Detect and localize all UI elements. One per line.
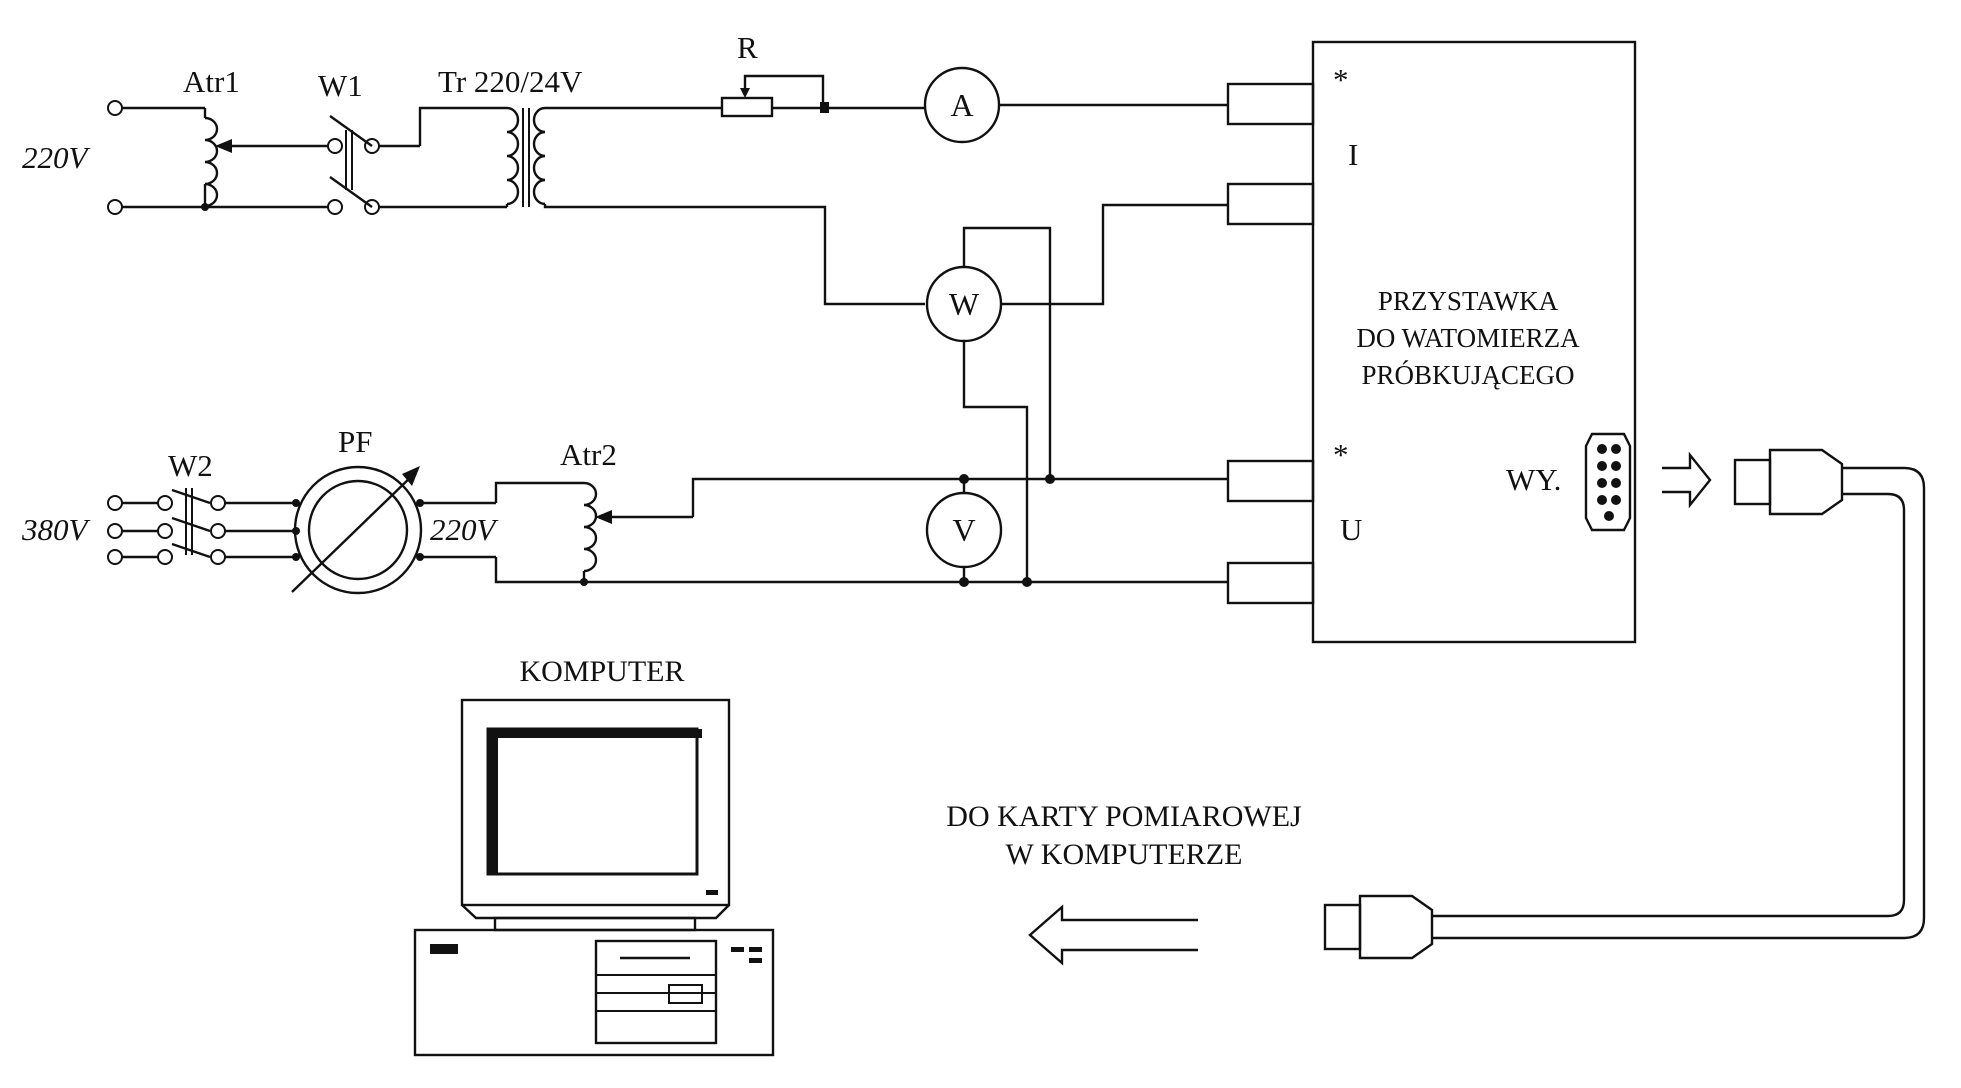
voltage-220v-pf-label: 220V bbox=[430, 512, 499, 547]
w2-label: W2 bbox=[168, 448, 213, 483]
card-label-line1: DO KARTY POMIAROWEJ bbox=[946, 800, 1302, 833]
input-i-label: I bbox=[1348, 137, 1358, 172]
w1-label: W1 bbox=[318, 68, 363, 103]
cable bbox=[1432, 466, 1926, 940]
switch-w1 bbox=[327, 115, 507, 215]
wattmeter-symbol: W bbox=[949, 286, 980, 322]
output-label: WY. bbox=[1506, 462, 1561, 497]
sampling-wattmeter-adapter bbox=[1226, 40, 1637, 644]
voltmeter-symbol: V bbox=[952, 512, 975, 548]
ammeter-symbol: A bbox=[950, 87, 973, 123]
autotransformer-atr2 bbox=[494, 477, 1228, 586]
computer-label: KOMPUTER bbox=[519, 655, 684, 688]
voltage-380v-label: 380V bbox=[21, 512, 91, 547]
cable-bottom-plug-icon bbox=[1323, 894, 1434, 960]
db9-connector-icon bbox=[1584, 432, 1632, 532]
star-u-mark: * bbox=[1333, 437, 1349, 472]
input-380v-terminals bbox=[107, 495, 226, 565]
ammeter: A bbox=[923, 66, 1001, 144]
rheostat-r bbox=[720, 74, 925, 118]
pf-label: PF bbox=[338, 424, 372, 459]
atr2-label: Atr2 bbox=[560, 437, 617, 472]
atr1-label: Atr1 bbox=[183, 64, 240, 99]
output-arrow-icon bbox=[1662, 451, 1712, 509]
autotransformer-atr1 bbox=[201, 108, 335, 211]
phase-shifter-pf bbox=[291, 465, 496, 595]
to-computer-arrow-icon bbox=[1028, 904, 1198, 966]
box-title-line3: PRÓBKUJĄCEGO bbox=[1361, 360, 1574, 390]
r-label: R bbox=[737, 30, 758, 65]
voltage-220v-top-label: 220V bbox=[22, 140, 91, 175]
box-title-line1: PRZYSTAWKA bbox=[1378, 286, 1559, 316]
cable-top-plug-icon bbox=[1733, 448, 1844, 516]
wattmeter-wiring bbox=[962, 203, 1228, 582]
card-label-line2: W KOMPUTERZE bbox=[1006, 838, 1243, 871]
input-u-label: U bbox=[1340, 512, 1362, 547]
switch-w2 bbox=[171, 488, 298, 559]
star-i-mark: * bbox=[1333, 62, 1349, 97]
voltmeter: V bbox=[925, 474, 1055, 587]
input-220v-terminals bbox=[107, 100, 330, 215]
box-title-line2: DO WATOMIERZA bbox=[1356, 323, 1580, 353]
computer-icon bbox=[413, 698, 775, 1057]
transformer-tr bbox=[418, 106, 925, 306]
tr-label: Tr 220/24V bbox=[438, 64, 583, 99]
wattmeter: W bbox=[925, 265, 1003, 343]
